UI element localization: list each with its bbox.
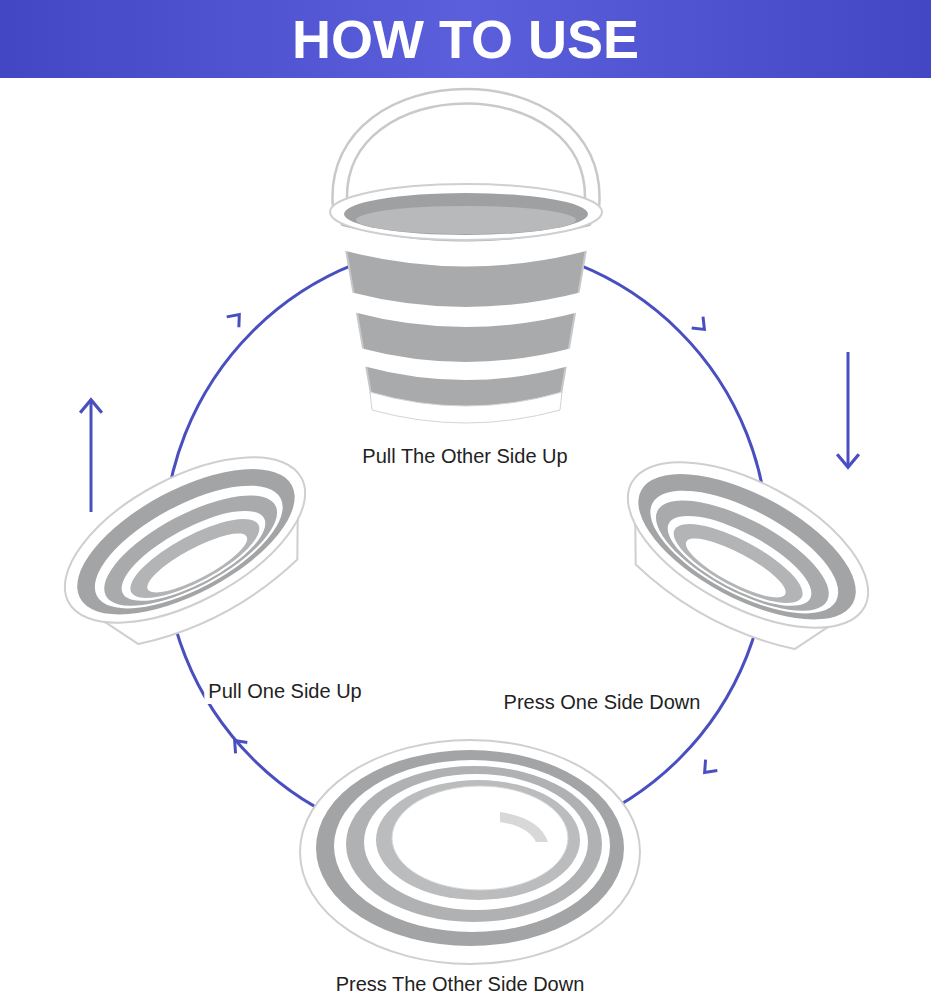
step-caption: Press The Other Side Down xyxy=(332,972,589,997)
title-text: HOW TO USE xyxy=(0,0,931,78)
step-caption: Pull The Other Side Up xyxy=(358,444,571,469)
step-caption: Press One Side Down xyxy=(500,690,705,715)
step-caption: Pull One Side Up xyxy=(204,679,365,704)
